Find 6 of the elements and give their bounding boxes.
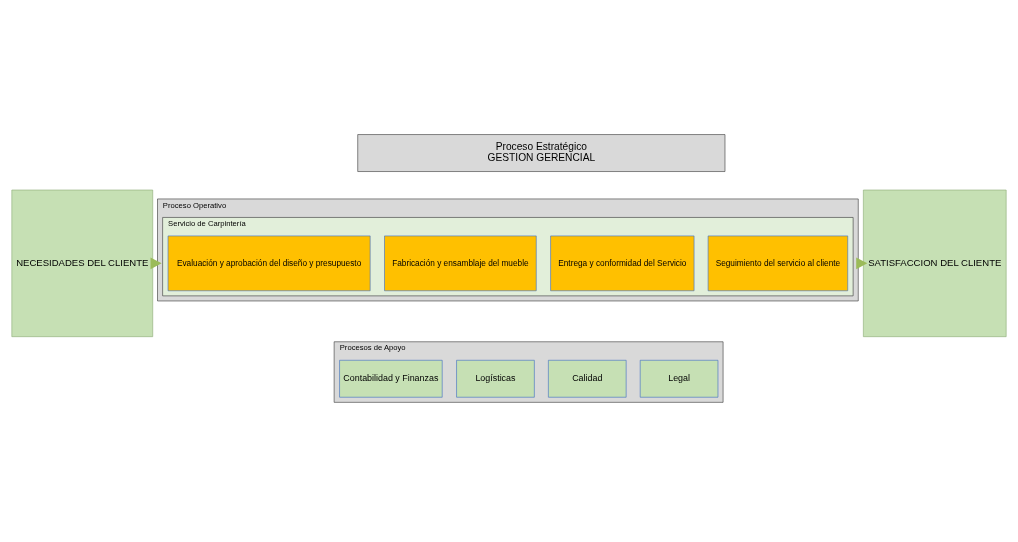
- node-box: Proceso Estratégico GESTION GERENCIAL: [357, 134, 726, 172]
- node-box: Logísticas: [456, 359, 535, 398]
- node-box: SATISFACCION DEL CLIENTE: [863, 189, 1007, 337]
- node-box: Calidad: [548, 359, 627, 398]
- node-box: Legal: [639, 359, 719, 398]
- node-box: Contabilidad y Finanzas: [339, 359, 443, 398]
